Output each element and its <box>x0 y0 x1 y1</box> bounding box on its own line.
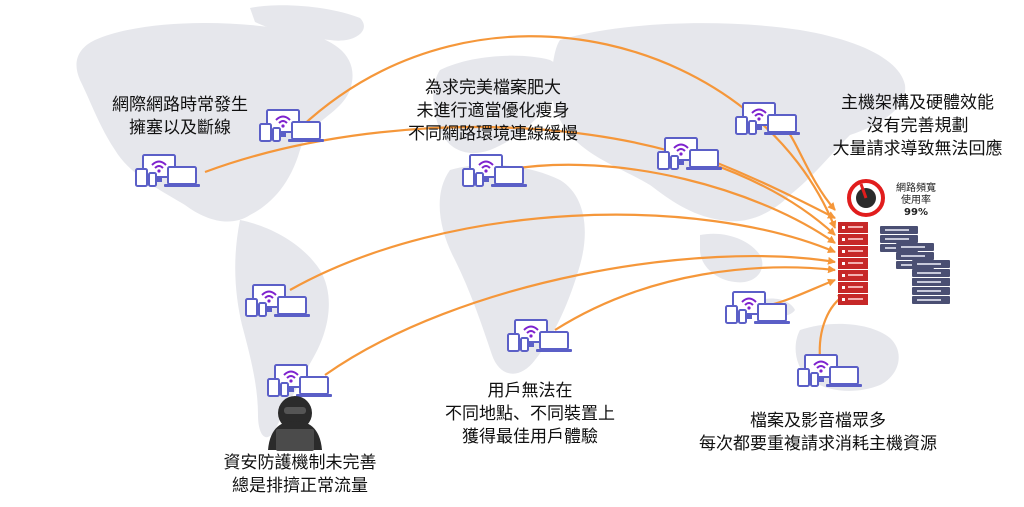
label-security: 資安防護機制未完善 總是排擠正常流量 <box>223 453 377 496</box>
server-unit <box>912 260 950 286</box>
devices-wifi-icon <box>135 154 200 187</box>
traffic-arrows <box>204 35 846 376</box>
devices-wifi-icon <box>735 102 800 135</box>
devices-wifi-icon <box>657 137 722 170</box>
gauge-label: 網路頻寬 使用率 99% <box>885 183 947 219</box>
bandwidth-gauge-icon <box>847 179 885 217</box>
device-clusters <box>135 102 862 397</box>
server-unit <box>838 246 868 257</box>
arrow-sa-to-server <box>289 213 836 291</box>
devices-wifi-icon <box>507 319 572 352</box>
server-unit <box>838 270 868 281</box>
server-unit <box>838 234 868 245</box>
server-unit <box>838 258 868 269</box>
server-rack-icon <box>838 222 950 305</box>
devices-wifi-icon <box>797 354 862 387</box>
devices-wifi-icon <box>462 154 527 187</box>
label-network-congestion: 網際網路時常發生 擁塞以及斷線 <box>112 95 248 138</box>
server-unit <box>912 278 950 304</box>
label-file-bloat: 為求完美檔案肥大 未進行適當優化瘦身 不同網路環境連線緩慢 <box>408 78 578 144</box>
arrow-sw-america-to-server <box>299 35 837 229</box>
server-unit <box>838 294 868 305</box>
label-user-experience: 用戶無法在 不同地點、不同裝置上 獲得最佳用戶體驗 <box>445 381 615 447</box>
arrow-africa-to-server <box>554 265 836 331</box>
server-unit <box>838 222 868 233</box>
gauge-value: 99% <box>904 207 928 218</box>
devices-wifi-icon <box>245 284 310 317</box>
devices-wifi-icon <box>725 291 790 324</box>
arrow-europe-to-server <box>504 163 836 244</box>
server-unit <box>838 282 868 293</box>
arrow-hacker-to-server <box>324 255 836 376</box>
arrow-sea-to-server <box>769 278 836 307</box>
label-server-architecture: 主機架構及硬體效能 沒有完善規劃 大量請求導致無法回應 <box>832 93 1003 159</box>
hacker-icon <box>268 396 322 451</box>
arrow-na-to-server <box>204 125 836 236</box>
devices-wifi-icon <box>267 364 332 397</box>
arrow-asia-to-server <box>709 158 836 219</box>
world-map <box>76 5 906 438</box>
label-media-files: 檔案及影音檔眾多 每次都要重複請求消耗主機資源 <box>699 411 937 454</box>
devices-wifi-icon <box>259 109 324 142</box>
